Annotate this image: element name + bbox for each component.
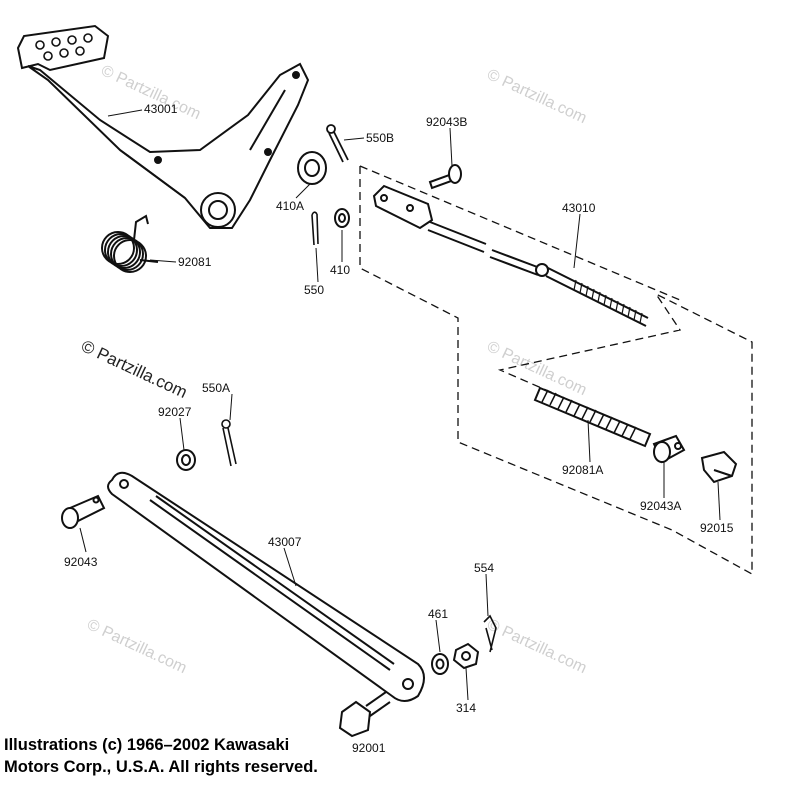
copyright-line-1: Illustrations (c) 1966–2002 Kawasaki <box>4 736 290 754</box>
part-label: 92081A <box>562 463 603 477</box>
leader-lines <box>79 109 721 701</box>
part-label: 92001 <box>352 741 386 755</box>
part-label: 92043 <box>64 555 98 569</box>
part-label: 92015 <box>700 521 734 535</box>
part-label: 92027 <box>158 405 192 419</box>
watermark-text: © Partzilla.com <box>84 616 189 677</box>
brake-pedal <box>16 24 310 229</box>
nut-314 <box>452 642 480 670</box>
part-labels: 43001 550B 92043B 410A 410 550 92081 430… <box>64 102 734 755</box>
watermark-text: © Partzilla.com <box>484 616 589 677</box>
copyright-line-2: Motors Corp., U.S.A. All rights reserved… <box>4 758 318 776</box>
part-label: 92043A <box>640 499 681 513</box>
rod-spring <box>533 386 652 448</box>
assembly-outline <box>359 165 753 576</box>
washer-410a <box>297 151 327 185</box>
part-label: 554 <box>474 561 494 575</box>
part-label: 410A <box>276 199 304 213</box>
watermark-text: © Partzilla.com <box>78 336 190 402</box>
part-label: 550A <box>202 381 230 395</box>
trunnion-92043a <box>652 434 686 464</box>
link-rod <box>107 471 425 702</box>
part-label: 550 <box>304 283 324 297</box>
clip-554 <box>483 614 497 653</box>
adjusting-nut-92015 <box>700 450 738 484</box>
cotter-pin-550b <box>326 124 349 163</box>
part-label: 550B <box>366 131 394 145</box>
watermark-text: © Partzilla.com <box>484 66 589 127</box>
cotter-pin-550a <box>221 419 237 467</box>
part-label: 43001 <box>144 102 178 116</box>
part-label: 43007 <box>268 535 302 549</box>
pin-92043b <box>428 164 462 190</box>
cotter-pin-550 <box>311 211 319 246</box>
copyright-notice: Illustrations (c) 1966–2002 Kawasaki Mot… <box>4 734 524 778</box>
washer-410 <box>334 208 350 228</box>
part-label: 92043B <box>426 115 467 129</box>
brake-rod <box>372 184 649 327</box>
part-label: 461 <box>428 607 448 621</box>
bolt-92001 <box>338 691 391 738</box>
washer-461 <box>431 653 449 675</box>
part-label: 314 <box>456 701 476 715</box>
part-label: 43010 <box>562 201 596 215</box>
part-label: 92081 <box>178 255 212 269</box>
washer-92027 <box>176 449 196 471</box>
watermark-text: © Partzilla.com <box>484 338 589 399</box>
return-spring <box>101 214 159 273</box>
part-label: 410 <box>330 263 350 277</box>
clevis-pin-92043 <box>61 494 106 529</box>
